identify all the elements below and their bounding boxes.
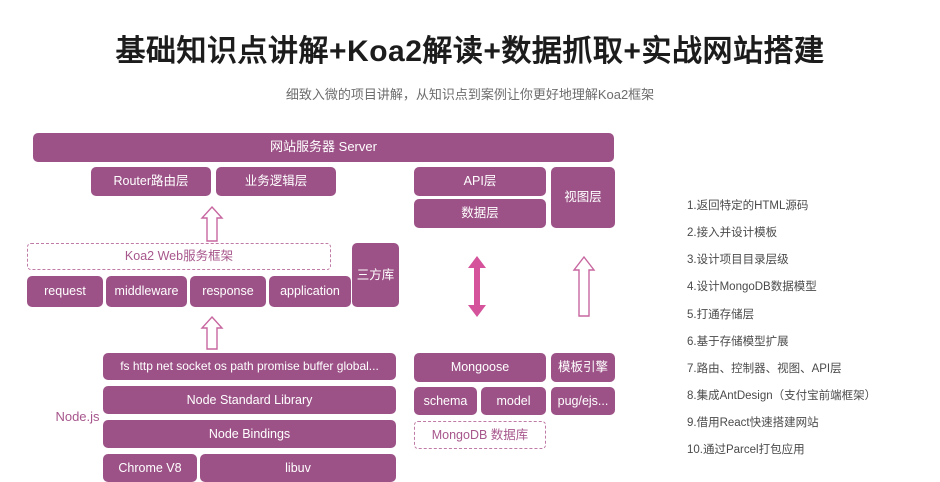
list-item: 5.打通存储层: [687, 308, 755, 321]
box-middleware: middleware: [106, 276, 187, 307]
list-item: 1.返回特定的HTML源码: [687, 200, 809, 212]
list-item: 2.接入并设计模板: [687, 227, 778, 240]
box-template-engines-list: pug/ejs...: [551, 387, 615, 415]
list-item: 3.设计项目目录层级: [687, 254, 789, 267]
list-item: 9.借用React快速搭建网站: [687, 417, 819, 430]
box-data-layer: 数据层: [414, 199, 546, 228]
box-response: response: [190, 276, 266, 307]
box-mongoose: Mongoose: [414, 353, 546, 382]
notes-list: 1.返回特定的HTML源码 2.接入并设计模板 3.设计项目目录层级 4.设计M…: [687, 200, 937, 471]
box-chrome-v8: Chrome V8: [103, 454, 197, 482]
list-item: 10.通过Parcel打包应用: [687, 444, 805, 457]
arrow-view-up-icon: [572, 255, 596, 318]
box-third-party-library: 三方库: [352, 243, 399, 307]
box-request: request: [27, 276, 103, 307]
box-router-layer: Router路由层: [91, 167, 211, 196]
box-node-standard-library: Node Standard Library: [103, 386, 396, 414]
box-mongodb-database: MongoDB 数据库: [414, 421, 546, 449]
box-application: application: [269, 276, 351, 307]
box-view-layer: 视图层: [551, 167, 615, 228]
arrow-koa-to-server-icon: [200, 205, 224, 243]
box-api-layer: API层: [414, 167, 546, 196]
box-model: model: [481, 387, 546, 415]
list-item: 6.基于存储模型扩展: [687, 335, 789, 348]
page-subtitle: 细致入微的项目讲解，从知识点到案例让你更好地理解Koa2框架: [285, 87, 655, 102]
list-item: 7.路由、控制器、视图、API层: [687, 362, 842, 375]
box-schema: schema: [414, 387, 477, 415]
box-node-bindings: Node Bindings: [103, 420, 396, 448]
koa2-framework-frame: Koa2 Web服务框架: [27, 243, 331, 270]
box-libuv: libuv: [200, 454, 396, 482]
list-item: 4.设计MongoDB数据模型: [687, 281, 817, 294]
box-business-logic-layer: 业务逻辑层: [216, 167, 336, 196]
page-title: 基础知识点讲解+Koa2解读+数据抓取+实战网站搭建: [115, 35, 825, 68]
list-item: 8.集成AntDesign（支付宝前端框架）: [687, 389, 877, 402]
box-node-core-modules: fs http net socket os path promise buffe…: [103, 353, 396, 380]
arrow-data-bidirectional-icon: [466, 255, 488, 318]
arrow-node-to-koa-icon: [200, 315, 224, 351]
box-template-engine: 模板引擎: [551, 353, 615, 382]
server-banner: 网站服务器 Server: [33, 133, 614, 162]
